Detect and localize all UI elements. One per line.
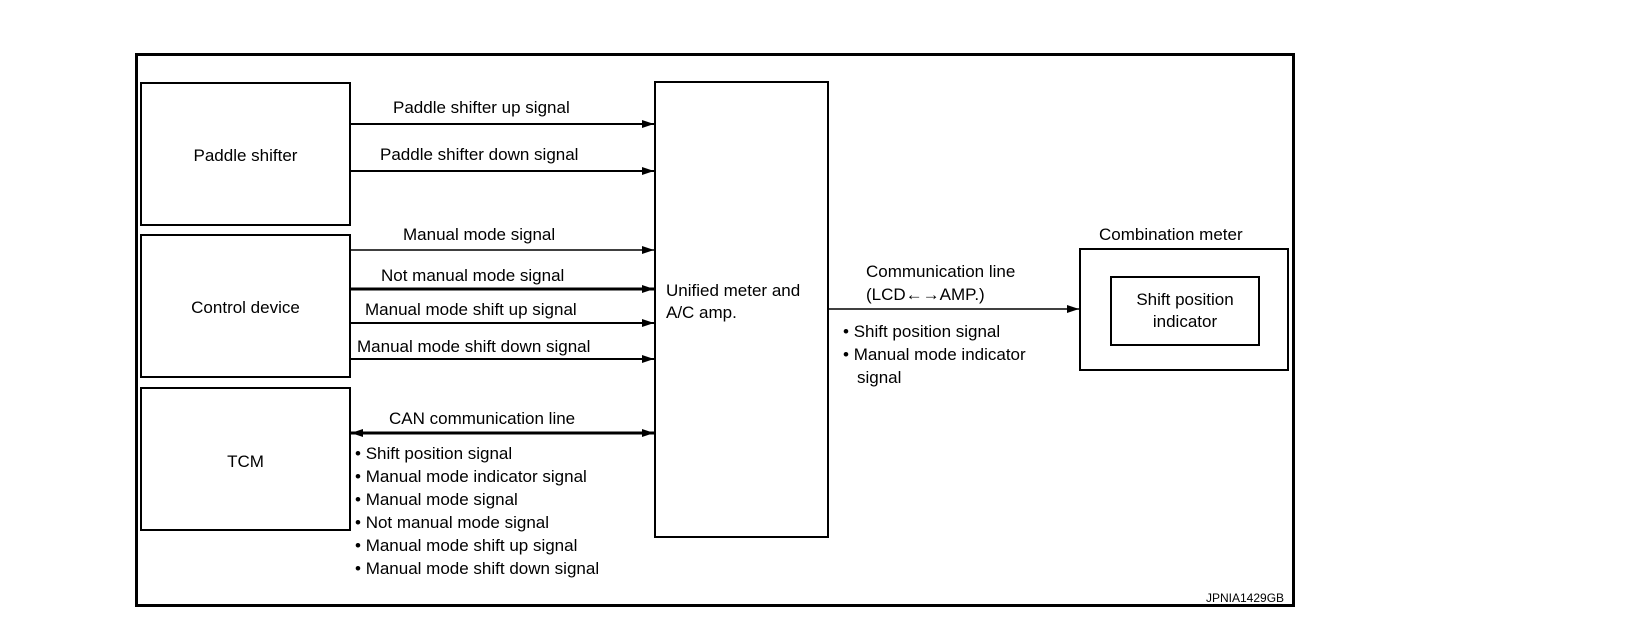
can-signal-list: Shift position signal Manual mode indica… <box>355 442 599 580</box>
list-item: Shift position signal <box>843 320 1026 343</box>
paddle-down-signal-label: Paddle shifter down signal <box>380 145 579 164</box>
paddle-shifter-box: Paddle shifter <box>140 82 351 226</box>
diagram-frame <box>135 53 1295 607</box>
reference-code: JPNIA1429GB <box>1206 591 1285 605</box>
manual-mode-signal-label: Manual mode signal <box>403 225 556 244</box>
list-item: Not manual mode signal <box>355 511 599 534</box>
not-manual-mode-signal-label: Not manual mode signal <box>381 266 565 285</box>
control-device-box: Control device <box>140 234 351 378</box>
paddle-up-signal-label: Paddle shifter up signal <box>393 98 570 117</box>
list-item: Manual mode indicator <box>843 343 1026 366</box>
list-item: Manual mode indicator signal <box>355 465 599 488</box>
comm-line-label: Communication line <box>866 262 1016 281</box>
manual-shift-up-signal-label: Manual mode shift up signal <box>365 300 577 319</box>
paddle-shifter-label: Paddle shifter <box>193 146 298 165</box>
tcm-box: TCM <box>140 387 351 531</box>
shift-position-indicator-box: Shift position indicator <box>1110 276 1260 346</box>
combination-meter-title: Combination meter <box>1099 225 1243 244</box>
comm-line-sublabel: (LCD←→AMP.) <box>866 285 985 304</box>
comm-signal-list: Shift position signal Manual mode indica… <box>843 320 1026 366</box>
shift-position-indicator-label: Shift position indicator <box>1136 290 1234 331</box>
list-item: Shift position signal <box>355 442 599 465</box>
tcm-label: TCM <box>227 452 264 471</box>
combination-meter-box: Shift position indicator <box>1079 248 1289 371</box>
control-device-label: Control device <box>191 298 300 317</box>
list-item: Manual mode shift down signal <box>355 557 599 580</box>
list-item: Manual mode signal <box>355 488 599 511</box>
manual-shift-down-signal-label: Manual mode shift down signal <box>357 337 591 356</box>
can-line-label: CAN communication line <box>389 409 576 428</box>
comm-signal-continuation: signal <box>857 368 902 387</box>
list-item: Manual mode shift up signal <box>355 534 599 557</box>
unified-meter-box: Unified meter and A/C amp. <box>654 81 829 538</box>
unified-meter-label: Unified meter and A/C amp. <box>666 281 801 322</box>
